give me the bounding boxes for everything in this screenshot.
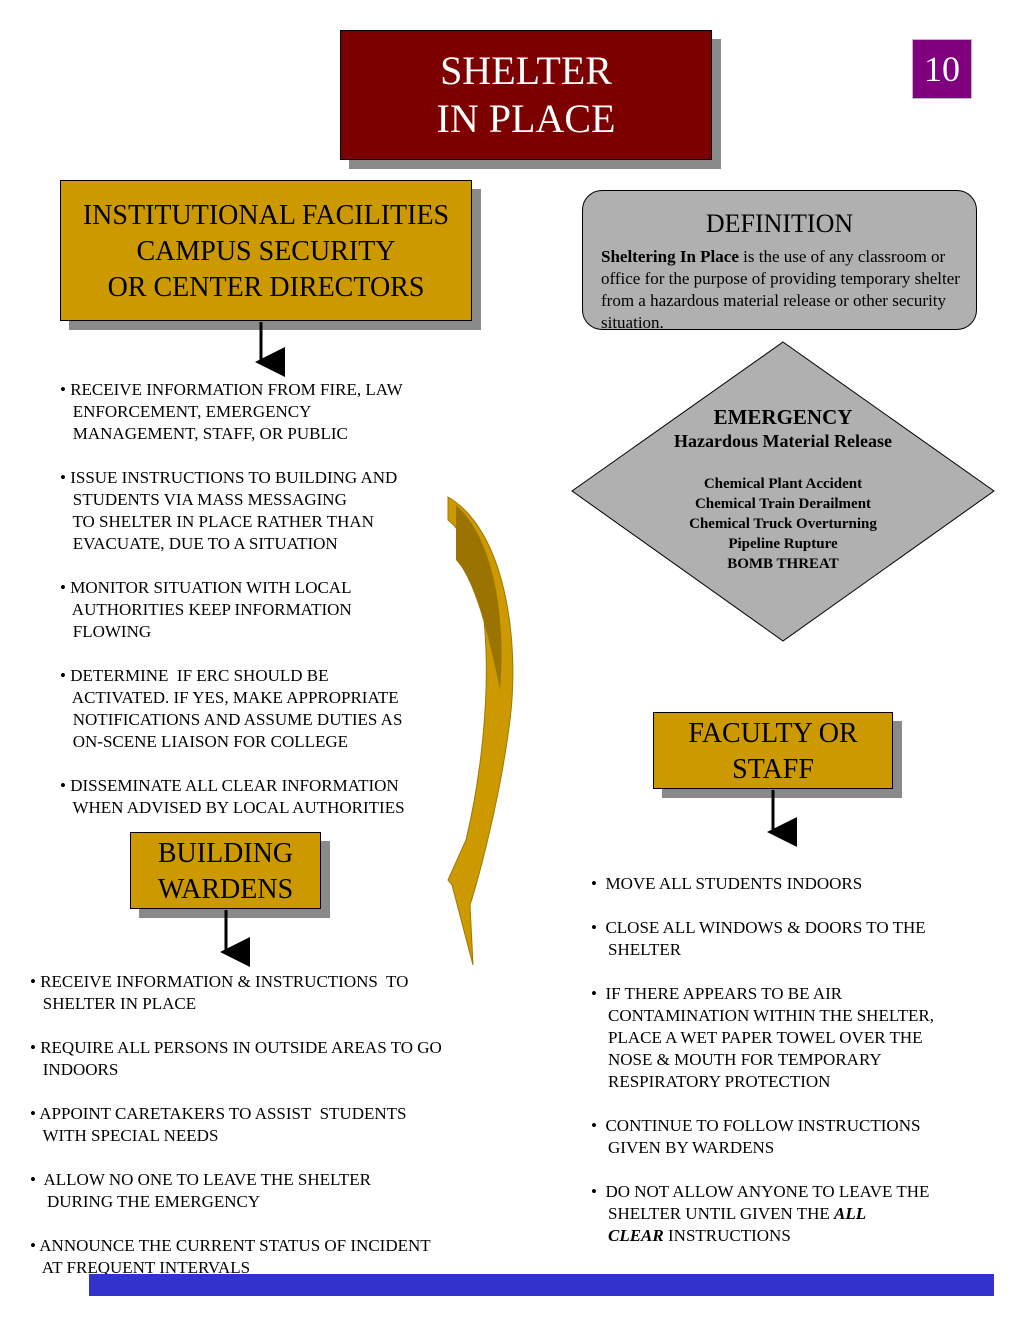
list-item: • DISSEMINATE ALL CLEAR INFORMATION WHEN… <box>60 776 405 817</box>
faculty-line-2: STAFF <box>732 754 814 785</box>
list-item: • CONTINUE TO FOLLOW INSTRUCTIONS GIVEN … <box>591 1116 921 1157</box>
emergency-title: EMERGENCY <box>713 405 853 429</box>
emergency-text: EMERGENCY Hazardous Material Release Che… <box>600 404 966 574</box>
title-line-1: SHELTER <box>440 48 612 93</box>
institutional-line-2: CAMPUS SECURITY <box>136 236 396 267</box>
faculty-list: • MOVE ALL STUDENTS INDOORS • CLOSE ALL … <box>591 873 1001 1269</box>
all-clear-emphasis: ALL CLEAR <box>608 1204 867 1245</box>
institutional-box: INSTITUTIONAL FACILITIES CAMPUS SECURITY… <box>60 180 481 330</box>
emergency-diamond <box>571 341 995 642</box>
definition-title: DEFINITION <box>705 209 854 238</box>
page-number: 10 <box>912 39 972 99</box>
faculty-box: FACULTY OR STAFF <box>653 712 902 798</box>
list-item-suffix: INSTRUCTIONS <box>663 1226 791 1245</box>
list-item-prefix: • DO NOT ALLOW ANYONE TO LEAVE THE SHELT… <box>591 1182 930 1223</box>
emergency-subtitle: Hazardous Material Release <box>674 431 892 451</box>
wardens-list: • RECEIVE INFORMATION & INSTRUCTIONS TO … <box>30 971 500 1279</box>
faculty-line-1: FACULTY OR <box>688 718 858 749</box>
emergency-item: Chemical Train Derailment <box>694 496 872 512</box>
institutional-line-1: INSTITUTIONAL FACILITIES <box>82 200 450 231</box>
footer-bar <box>89 1274 994 1296</box>
wardens-line-2: WARDENS <box>157 874 294 905</box>
list-item: • DETERMINE IF ERC SHOULD BE ACTIVATED. … <box>60 666 403 751</box>
list-item: • ALLOW NO ONE TO LEAVE THE SHELTER DURI… <box>30 1170 371 1211</box>
definition-box: DEFINITION Sheltering In Place is the us… <box>582 190 977 332</box>
definition-term: Sheltering In Place <box>601 247 739 266</box>
list-item: • RECEIVE INFORMATION & INSTRUCTIONS TO … <box>30 972 409 1013</box>
list-item: • DO NOT ALLOW ANYONE TO LEAVE THE SHELT… <box>591 1181 1001 1247</box>
institutional-list: • RECEIVE INFORMATION FROM FIRE, LAW ENF… <box>60 379 460 841</box>
list-item: • MOVE ALL STUDENTS INDOORS <box>591 874 863 893</box>
list-item: • APPOINT CARETAKERS TO ASSIST STUDENTS … <box>30 1104 407 1145</box>
list-item: • ISSUE INSTRUCTIONS TO BUILDING AND STU… <box>60 468 398 553</box>
emergency-item: Chemical Truck Overturning <box>689 516 877 532</box>
list-item: • IF THERE APPEARS TO BE AIR CONTAMINATI… <box>591 984 935 1091</box>
list-item: • CLOSE ALL WINDOWS & DOORS TO THE SHELT… <box>591 918 926 959</box>
emergency-item: Chemical Plant Accident <box>703 476 863 492</box>
list-item: • ANNOUNCE THE CURRENT STATUS OF INCIDEN… <box>30 1236 431 1277</box>
title-box: SHELTER IN PLACE <box>340 30 721 169</box>
title-line-2: IN PLACE <box>436 96 616 141</box>
curved-arrow-shade <box>456 505 502 690</box>
emergency-item: Pipeline Rupture <box>728 536 838 552</box>
definition-text: Sheltering In Place is the use of any cl… <box>601 246 971 334</box>
wardens-line-1: BUILDING <box>157 838 294 869</box>
list-item: • REQUIRE ALL PERSONS IN OUTSIDE AREAS T… <box>30 1038 442 1079</box>
wardens-box: BUILDING WARDENS <box>130 832 330 918</box>
institutional-line-3: OR CENTER DIRECTORS <box>107 272 425 303</box>
list-item: • MONITOR SITUATION WITH LOCAL AUTHORITI… <box>60 578 352 641</box>
emergency-item: BOMB THREAT <box>727 556 839 572</box>
list-item: • RECEIVE INFORMATION FROM FIRE, LAW ENF… <box>60 380 403 443</box>
definition-body: is the use of any classroom or office fo… <box>601 247 960 332</box>
